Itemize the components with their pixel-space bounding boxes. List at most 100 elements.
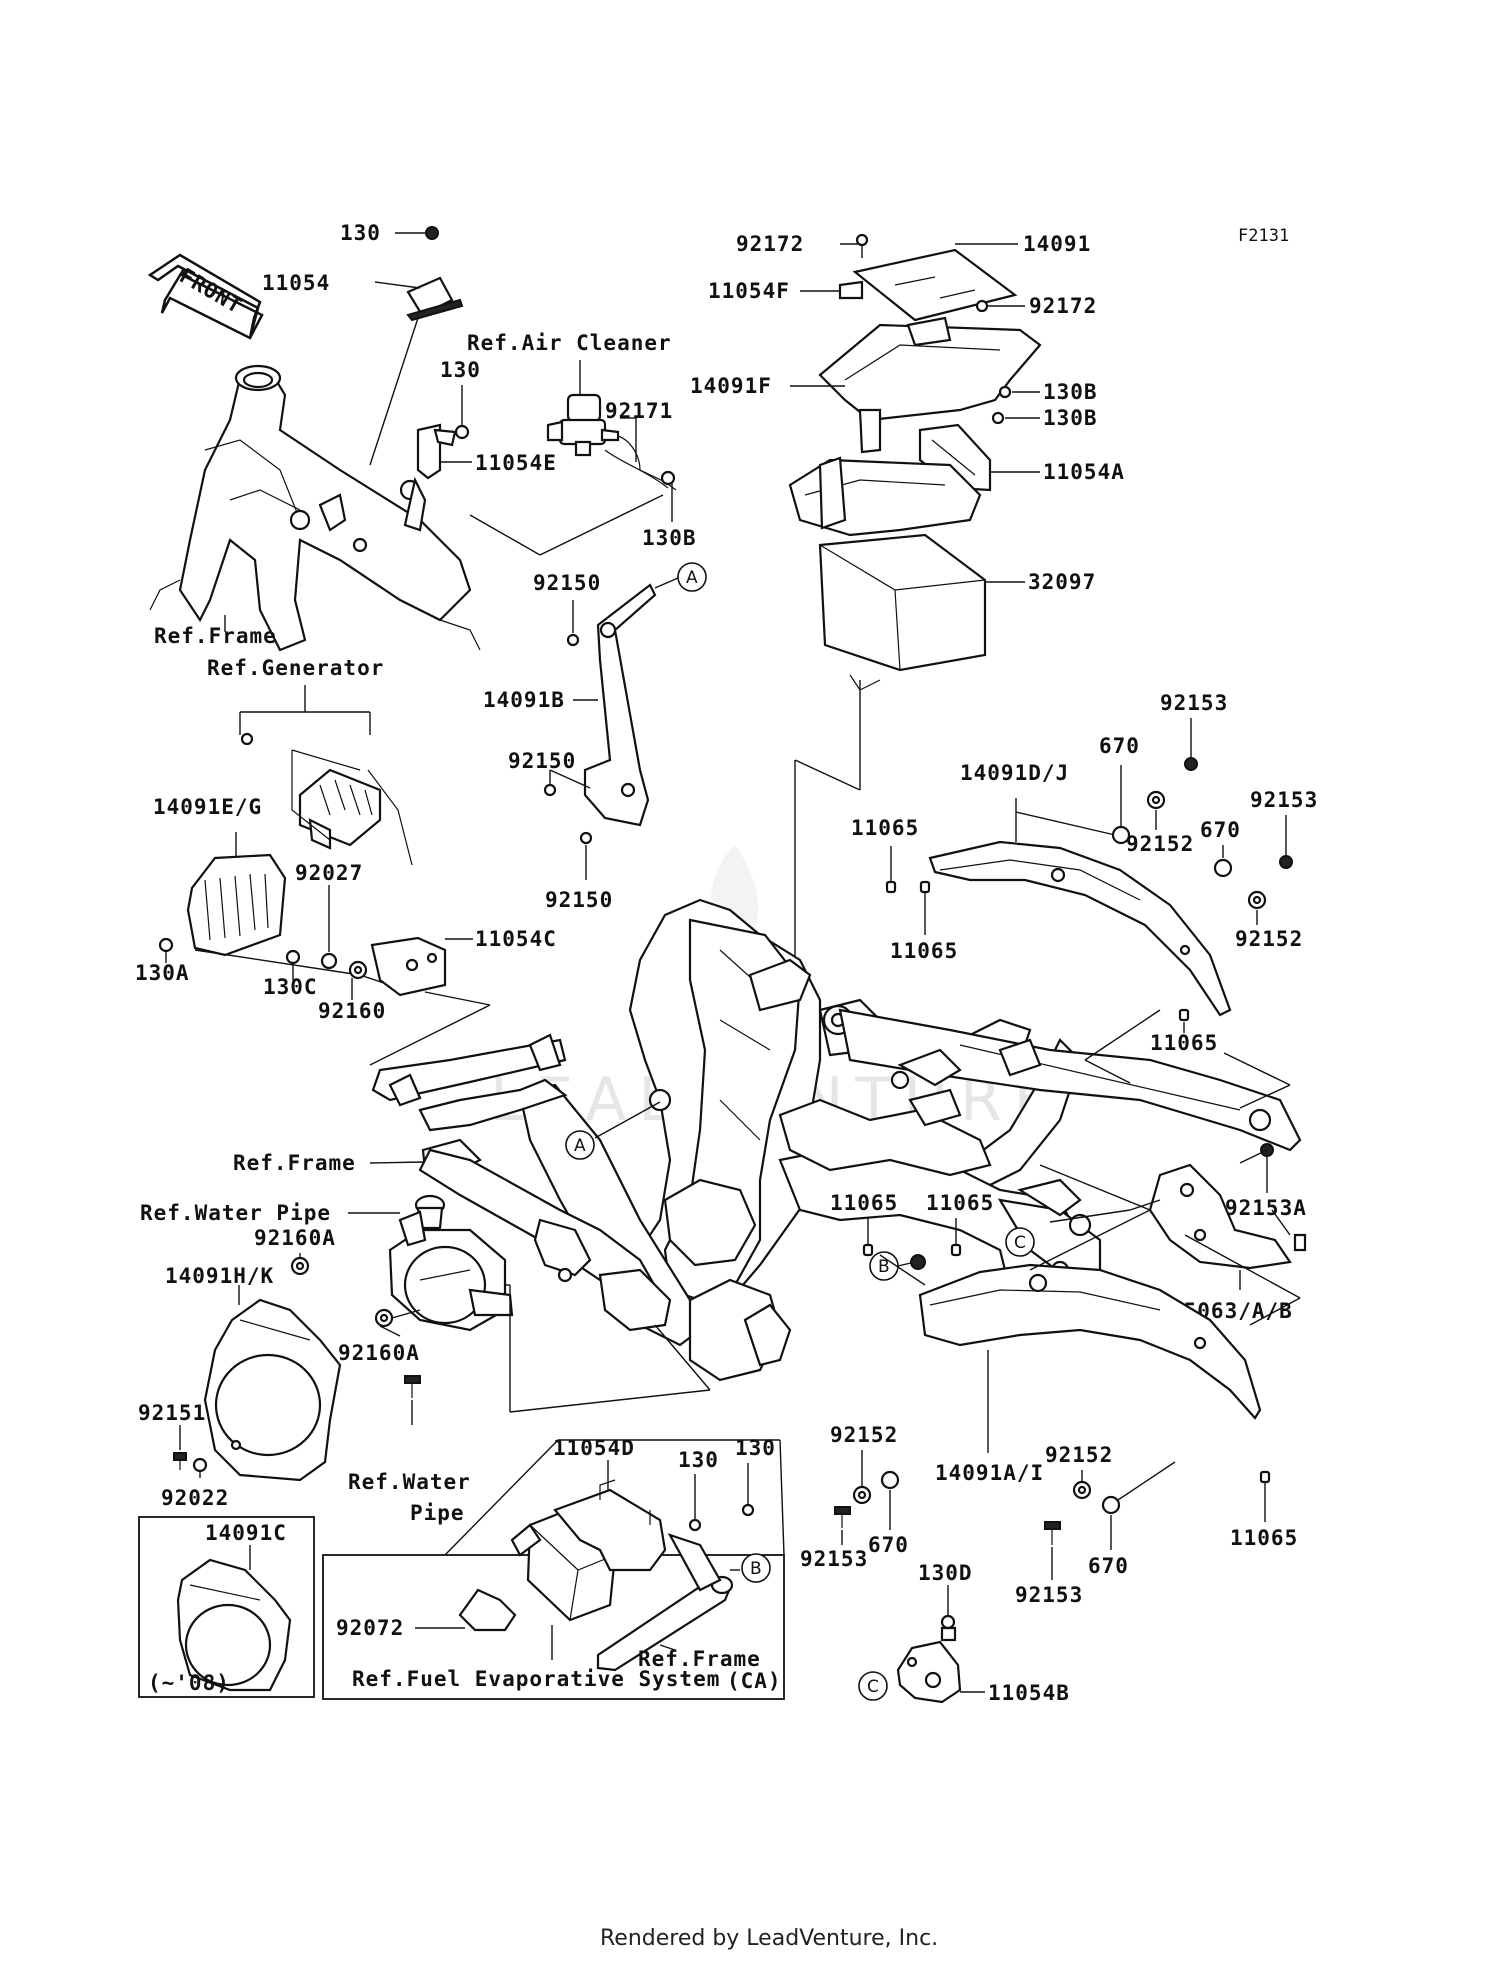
label-92153-b: 92153 bbox=[1250, 788, 1318, 812]
battery-cover-14091 bbox=[852, 248, 1018, 322]
label-14091EG: 14091E/G bbox=[153, 795, 262, 819]
ref-frame-mid: Ref.Frame bbox=[233, 1151, 356, 1175]
label-14091: 14091 bbox=[1023, 232, 1091, 256]
bolt-water-pipe bbox=[404, 1375, 421, 1398]
svg-text:C: C bbox=[867, 1677, 879, 1697]
label-92160A-a: 92160A bbox=[254, 1226, 336, 1250]
washer-670-c bbox=[880, 1470, 900, 1490]
frame-down-tube bbox=[518, 1083, 792, 1382]
label-670-a: 670 bbox=[1099, 734, 1140, 758]
label-92172-b: 92172 bbox=[1029, 294, 1097, 318]
ref-frame-box: Ref.Frame bbox=[638, 1647, 761, 1671]
nut-92027 bbox=[320, 952, 338, 970]
label-14091HK: 14091H/K bbox=[165, 1264, 274, 1288]
label-92151: 92151 bbox=[138, 1401, 206, 1425]
label-130-mid: 130 bbox=[440, 358, 481, 382]
label-130D: 130D bbox=[918, 1561, 973, 1585]
bracket-11054C bbox=[370, 936, 447, 997]
label-11054B: 11054B bbox=[988, 1681, 1070, 1705]
water-pipe-assembly bbox=[388, 1194, 514, 1332]
bolt-130-top bbox=[425, 226, 439, 240]
bolt-130-mid bbox=[454, 424, 470, 440]
label-11065-d: 11065 bbox=[830, 1191, 898, 1215]
label-130B-a: 130B bbox=[1043, 380, 1098, 404]
label-92150-a: 92150 bbox=[533, 571, 601, 595]
washer-92160 bbox=[348, 960, 368, 980]
label-92072: 92072 bbox=[336, 1616, 404, 1640]
label-670-b: 670 bbox=[1200, 818, 1241, 842]
callout-a1: A bbox=[677, 562, 707, 592]
clip-11054F bbox=[838, 280, 864, 300]
washer-92160A-b bbox=[374, 1308, 394, 1328]
label-92153-c: 92153 bbox=[800, 1547, 868, 1571]
ref-water-pipe-b2: Pipe bbox=[410, 1501, 465, 1525]
label-92152-b: 92152 bbox=[1235, 927, 1303, 951]
ref-air-cleaner: Ref.Air Cleaner bbox=[467, 331, 672, 355]
footer-credit: Rendered by LeadVenture, Inc. bbox=[600, 1926, 938, 1951]
bolt-92153-c bbox=[834, 1506, 851, 1528]
bolt-130-d bbox=[741, 1503, 755, 1517]
label-32097: 32097 bbox=[1028, 570, 1096, 594]
washer-670-a bbox=[1111, 825, 1131, 845]
label-92027: 92027 bbox=[295, 861, 363, 885]
label-92160: 92160 bbox=[318, 999, 386, 1023]
bracket-11054B bbox=[896, 1640, 962, 1704]
bracket-14091B bbox=[583, 583, 657, 827]
frame-rear-tube bbox=[838, 1008, 1302, 1152]
frame-head-assembly bbox=[149, 364, 481, 652]
bolt-92150-b bbox=[543, 783, 557, 797]
label-92022: 92022 bbox=[161, 1486, 229, 1510]
air-cleaner-valve bbox=[546, 393, 620, 457]
battery-tray bbox=[788, 456, 982, 537]
label-14091AI: 14091A/I bbox=[935, 1461, 1044, 1485]
callout-b2: B bbox=[741, 1553, 771, 1583]
regulator-rectifier bbox=[291, 749, 382, 850]
label-92152-a: 92152 bbox=[1126, 832, 1194, 856]
note-ca: (CA) bbox=[727, 1669, 782, 1693]
battery-32097 bbox=[818, 533, 987, 691]
label-92150-b: 92150 bbox=[508, 749, 576, 773]
label-130A: 130A bbox=[135, 961, 190, 985]
svg-text:B: B bbox=[878, 1257, 890, 1277]
pin-11065-e bbox=[950, 1243, 962, 1257]
label-11065-a: 11065 bbox=[851, 816, 919, 840]
ref-fuel-evap: Ref.Fuel Evaporative System bbox=[352, 1667, 720, 1691]
label-130-top: 130 bbox=[340, 221, 381, 245]
pin-11065-a bbox=[885, 880, 897, 894]
label-92150-c: 92150 bbox=[545, 888, 613, 912]
ref-generator: Ref.Generator bbox=[207, 656, 384, 680]
bracket-11054E bbox=[416, 423, 457, 480]
label-11054D: 11054D bbox=[553, 1436, 635, 1460]
washer-670-d bbox=[1101, 1495, 1121, 1515]
label-92153-a: 92153 bbox=[1160, 691, 1228, 715]
label-670-c: 670 bbox=[868, 1533, 909, 1557]
label-14091DJ: 14091D/J bbox=[960, 761, 1069, 785]
label-92171: 92171 bbox=[605, 399, 673, 423]
ref-water-pipe-b1: Ref.Water bbox=[348, 1470, 471, 1494]
nut-92152-d bbox=[1072, 1480, 1092, 1500]
bolt-92153-b bbox=[1279, 855, 1293, 869]
label-11065-e: 11065 bbox=[926, 1191, 994, 1215]
diagram-code: F2131 bbox=[1238, 226, 1289, 246]
label-130-d: 130 bbox=[735, 1436, 776, 1460]
label-130B-b: 130B bbox=[1043, 406, 1098, 430]
nut-92152-b bbox=[1247, 890, 1267, 910]
bolt-92153A-b bbox=[1293, 1233, 1307, 1252]
front-arrow-icon: FRONT bbox=[147, 253, 264, 340]
bolt-130B-a bbox=[998, 385, 1012, 399]
label-11054A: 11054A bbox=[1043, 460, 1125, 484]
pin-11065-f bbox=[1259, 1470, 1271, 1484]
label-670-d: 670 bbox=[1088, 1554, 1129, 1578]
bolt-130D bbox=[940, 1614, 957, 1642]
inset-box-08 bbox=[138, 1516, 315, 1698]
svg-text:A: A bbox=[686, 568, 698, 588]
callout-c2: C bbox=[858, 1671, 888, 1701]
cover-14091EG bbox=[186, 853, 287, 957]
label-92153-d: 92153 bbox=[1015, 1583, 1083, 1607]
bolt-130-c bbox=[688, 1518, 702, 1532]
fender-14091DJ bbox=[928, 840, 1232, 1017]
svg-text:C: C bbox=[1014, 1233, 1026, 1253]
svg-text:B: B bbox=[750, 1559, 762, 1579]
label-130-c: 130 bbox=[678, 1448, 719, 1472]
label-130C: 130C bbox=[263, 975, 318, 999]
